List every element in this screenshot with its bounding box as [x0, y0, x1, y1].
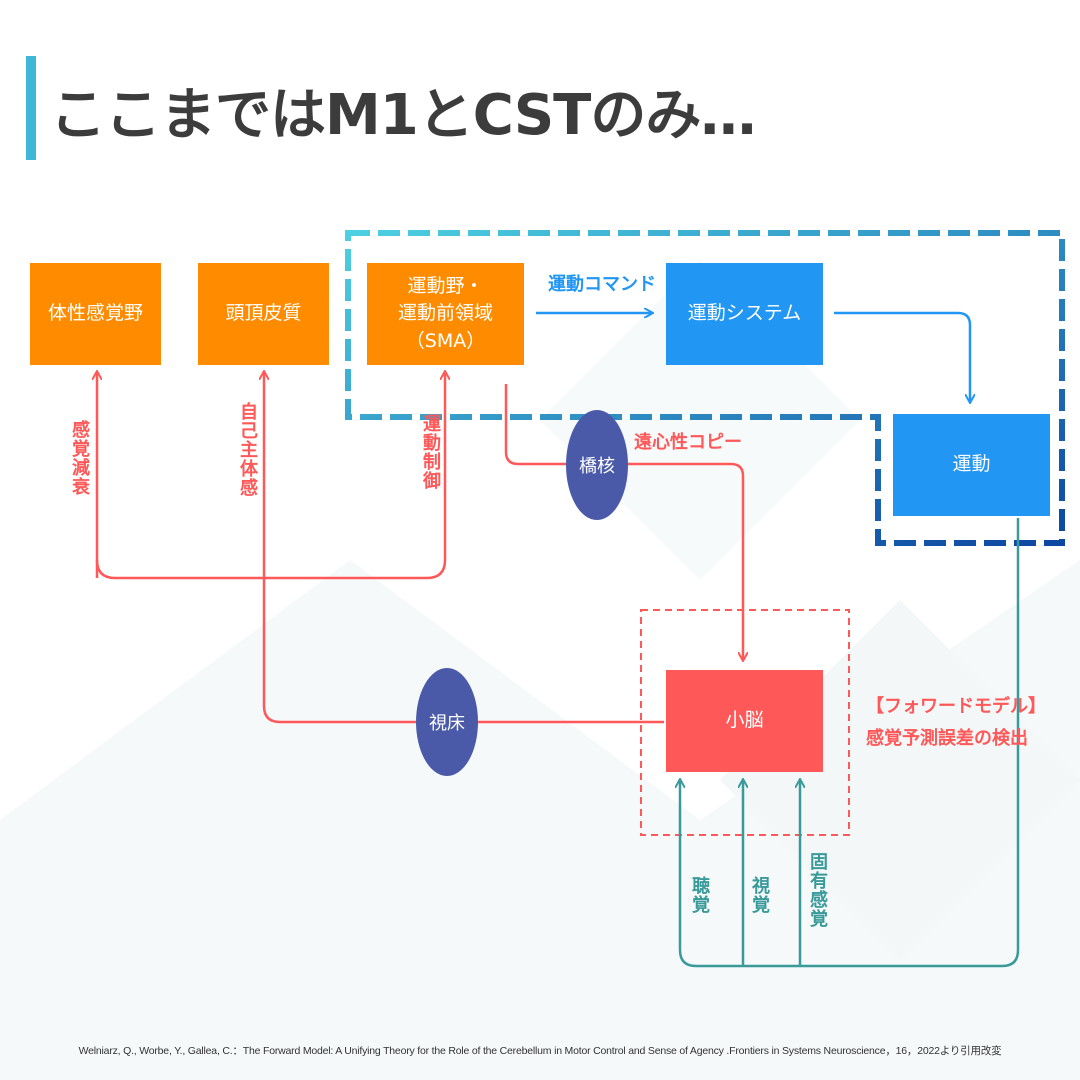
node-movement: 運動 [893, 414, 1050, 516]
label-efference-copy: 遠心性コピー [634, 432, 742, 453]
node-sma-label-2: 運動前領域（SMA） [397, 302, 493, 352]
node-sma: 運動野・ 運動前領域（SMA） [367, 263, 524, 365]
label-forward-model-2: 感覚予測誤差の検出 [866, 728, 1028, 749]
node-somatosensory: 体性感覚野 [30, 263, 161, 365]
node-pons: 橋核 [566, 410, 628, 520]
label-forward-model-1: 【フォワードモデル】 [866, 696, 1046, 717]
node-parietal-label: 頭頂皮質 [225, 302, 302, 325]
label-vision: 視覚 [749, 876, 770, 914]
node-movement-label: 運動 [952, 453, 991, 476]
node-pons-label: 橋核 [579, 456, 615, 477]
title-accent-bar [26, 56, 36, 160]
node-parietal: 頭頂皮質 [198, 263, 329, 365]
citation: Welniarz, Q., Worbe, Y., Gallea, C.：The … [78, 1045, 1002, 1057]
label-motor-control: 運動制御 [420, 414, 441, 490]
label-sense-of-agency: 自己主体感 [237, 402, 258, 497]
label-motor-command: 運動コマンド [548, 274, 656, 295]
node-thalamus-label: 視床 [429, 713, 465, 734]
node-cerebellum-label: 小脳 [725, 709, 764, 732]
node-sma-label-1: 運動野・ [407, 274, 484, 297]
node-somatosensory-label: 体性感覚野 [47, 302, 143, 325]
node-thalamus: 視床 [416, 668, 478, 776]
label-proprioception: 固有感覚 [807, 852, 828, 928]
node-cerebellum: 小脳 [666, 670, 823, 772]
page-title: ここまではM1とCSTのみ… [50, 83, 756, 148]
motor-system-frame [345, 230, 1065, 546]
node-motor-system-label: 運動システム [687, 302, 802, 325]
node-motor-system: 運動システム [666, 263, 823, 365]
label-hearing: 聴覚 [689, 876, 710, 914]
label-sensory-attenuation: 感覚減衰 [69, 420, 90, 496]
